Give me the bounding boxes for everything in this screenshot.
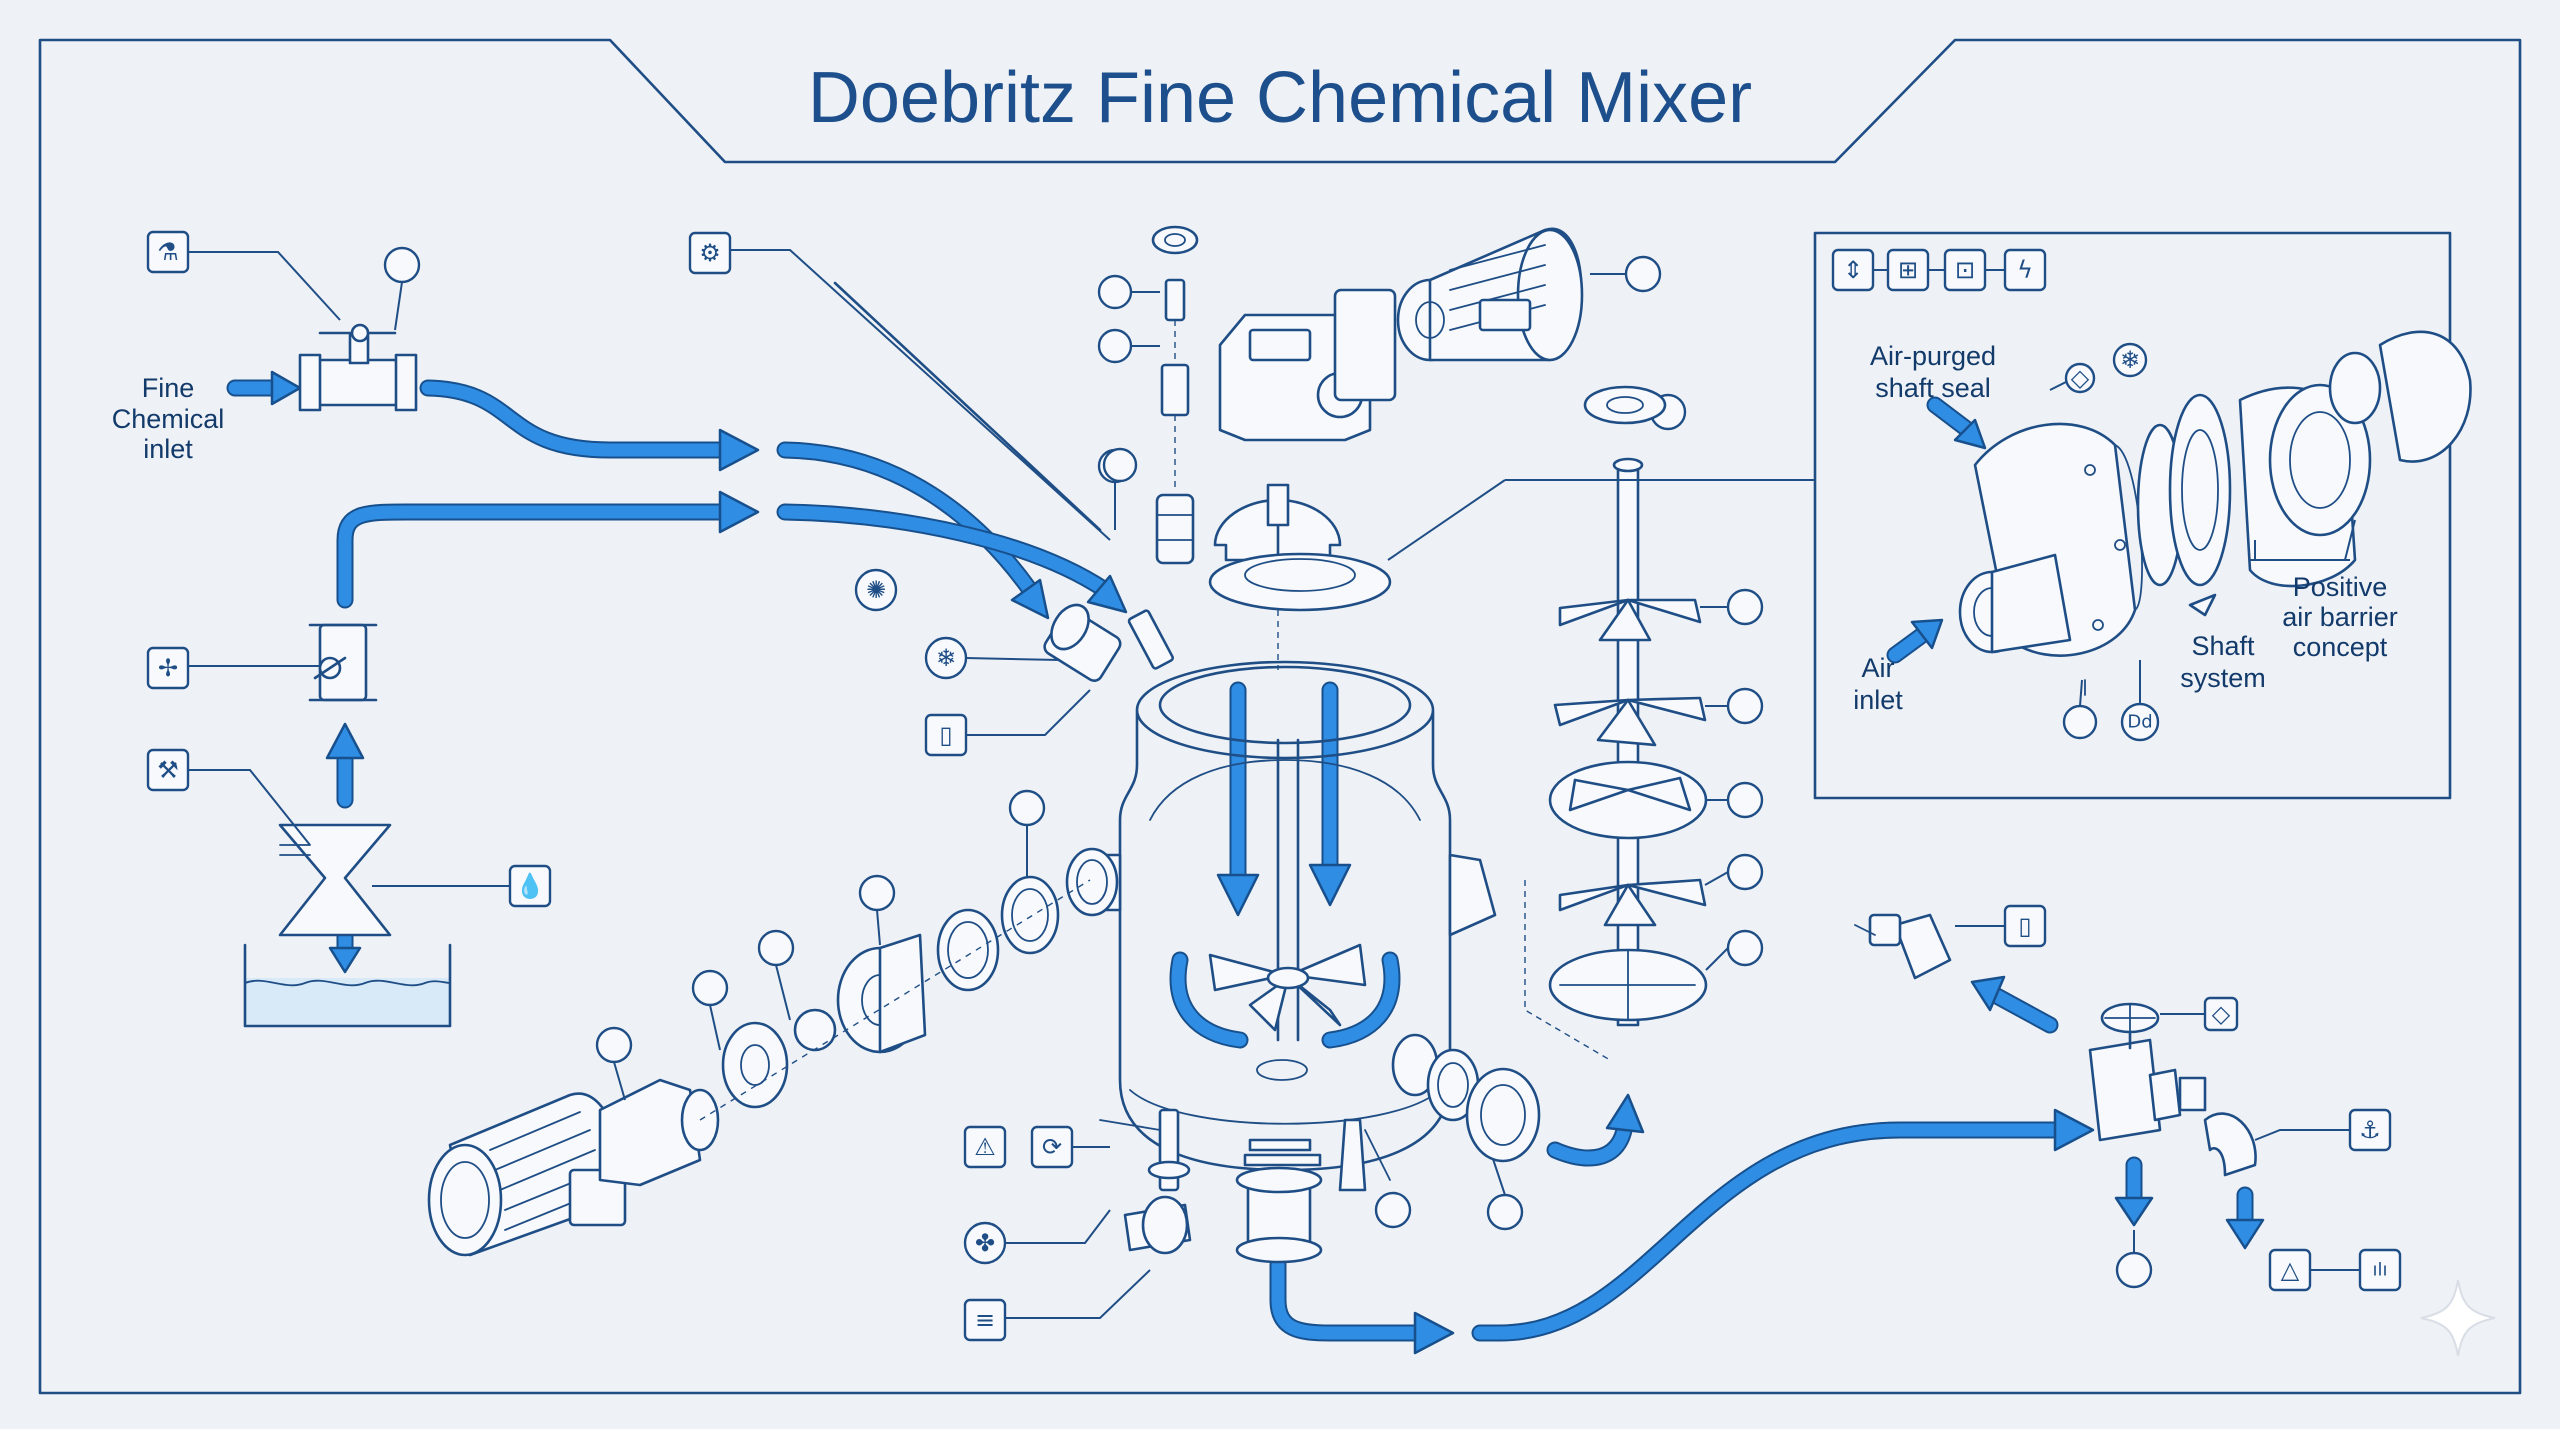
right-flanges: [1391, 1033, 1541, 1163]
svg-text:✤: ✤: [975, 1229, 995, 1257]
pump-unit: [308, 623, 378, 702]
mid-left-icons: ✺ ❄ ▯: [854, 447, 1138, 757]
bottom-icons: ⚠ ⟳ ✤ ≡: [963, 1125, 1524, 1342]
stage1-callout: [1726, 588, 1764, 626]
svg-text:▯: ▯: [2018, 912, 2031, 940]
bottom-right-callout: [1374, 1191, 1412, 1229]
motor-side-callout: [595, 1026, 633, 1064]
gear-icon: [688, 231, 732, 275]
stage5-callout: [1726, 929, 1764, 967]
top-drive: [1218, 227, 1584, 442]
svg-text:▯: ▯: [939, 721, 952, 749]
svg-text:⚙: ⚙: [699, 239, 721, 267]
seal-detail-inset: ⇕ ⊞ ⊡ ϟ ◇ ❄ D: [1387, 231, 2472, 800]
stage4-callout: [1726, 853, 1764, 891]
side-entry-drive: [427, 847, 1119, 1257]
coupling-callout: [691, 969, 729, 1007]
chart-icon: [2358, 1248, 2402, 1292]
svg-text:❄: ❄: [2120, 346, 2140, 374]
level-icon: [963, 1298, 1007, 1342]
svg-text:✺: ✺: [866, 576, 886, 604]
svg-text:ϟ: ϟ: [2017, 256, 2033, 284]
valve-callout: [383, 246, 421, 284]
lightning-icon: [2003, 248, 2047, 292]
svg-text:⚒: ⚒: [157, 756, 179, 784]
drain-callout: [2115, 1251, 2153, 1289]
nozzle-callout: [1102, 447, 1138, 483]
svg-text:air barrier: air barrier: [2282, 602, 2398, 632]
fan-icon: [146, 646, 190, 690]
flow-arrows: [226, 370, 2265, 1355]
shaft-system-label: Shaft: [2191, 631, 2255, 661]
diagram-title: Doebritz Fine Chemical Mixer: [808, 58, 1752, 138]
supply-tank: [243, 943, 452, 1028]
gasket-left-callout: [1008, 789, 1046, 827]
snow-inset-icon: [2112, 342, 2148, 378]
air-purged-seal-label: Air-purged: [1870, 341, 1996, 371]
drive-callouts: [595, 789, 1046, 1101]
svg-text:△: △: [2281, 1256, 2300, 1284]
outlet-callouts: ▯ ◇ ⚓ △ ılı: [1955, 904, 2402, 1292]
flange-right-callout: [1486, 1193, 1524, 1231]
svg-text:◇: ◇: [2071, 364, 2090, 392]
cube-icon: [2064, 362, 2096, 394]
seal-stack: [1151, 225, 1199, 565]
svg-text:≡: ≡: [975, 1306, 995, 1334]
top-gasket: [1583, 385, 1667, 425]
stage2-callout: [1726, 687, 1764, 725]
inlet-label: Fine Chemical inlet: [112, 373, 225, 464]
seal-inset-callout: [2062, 704, 2098, 740]
svg-text:concept: concept: [2293, 632, 2388, 662]
air-inlet-label: Air: [1862, 653, 1895, 683]
svg-text:⊡: ⊡: [1955, 256, 1975, 284]
svg-text:◇: ◇: [2212, 1000, 2231, 1028]
inlet-valve: [298, 323, 418, 412]
svg-text:⚠: ⚠: [974, 1133, 996, 1161]
warning-icon: [963, 1125, 1007, 1169]
diagram-frame: [38, 38, 2522, 1395]
svg-text:⚗: ⚗: [157, 238, 179, 266]
shaft-callout-1: [1097, 274, 1133, 310]
svg-text:inlet: inlet: [143, 434, 193, 464]
svg-text:⟳: ⟳: [1042, 1133, 1062, 1161]
sun-icon: [854, 568, 898, 612]
outlet-valve: [1854, 913, 2257, 1177]
shaft-callouts: [1700, 588, 1764, 971]
shaft-system-marker: [2188, 593, 2217, 617]
mixing-vessel: [1074, 483, 1497, 1264]
agitator-shaft: [1524, 457, 1708, 1061]
svg-text:✢: ✢: [158, 654, 178, 682]
motor-callout: [1624, 255, 1662, 293]
svg-text:inlet: inlet: [1853, 685, 1903, 715]
feed-nozzle: [1043, 603, 1174, 682]
flange-left-callout: [858, 874, 896, 912]
svg-text:system: system: [2180, 663, 2266, 693]
svg-text:💧: 💧: [515, 872, 545, 900]
svg-text:Fine: Fine: [142, 373, 195, 403]
svg-text:Chemical: Chemical: [112, 404, 225, 434]
shaft-callout-2: [1097, 328, 1133, 364]
svg-text:⚓: ⚓: [2359, 1116, 2381, 1144]
stage3-callout: [1726, 781, 1764, 819]
svg-text:❄: ❄: [936, 644, 956, 672]
svg-text:⊞: ⊞: [1898, 256, 1918, 284]
filter-funnel: [278, 823, 392, 937]
svg-text:Dd: Dd: [2127, 712, 2152, 733]
hub-callout: [757, 929, 795, 967]
positive-air-barrier-label: Positive: [2293, 572, 2388, 602]
left-callouts: ⚗ ✢ ⚒ 💧: [146, 230, 552, 908]
top-callouts: ⚙: [688, 231, 1687, 541]
sparkle-icon: [2420, 1279, 2496, 1357]
svg-text:⇕: ⇕: [1843, 256, 1863, 284]
svg-text:shaft seal: shaft seal: [1875, 373, 1991, 403]
svg-text:ılı: ılı: [2372, 1260, 2387, 1281]
